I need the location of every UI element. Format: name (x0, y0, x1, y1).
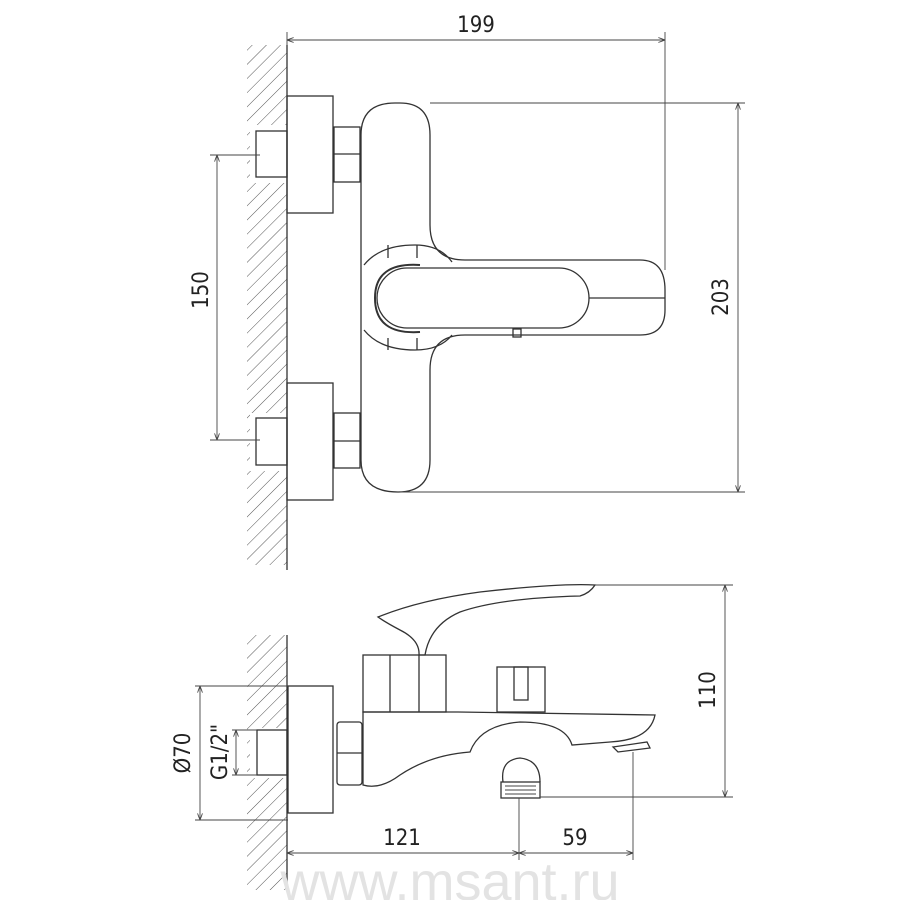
escutcheon (287, 685, 334, 814)
handle (376, 267, 590, 329)
wall-hatch (247, 45, 287, 565)
dim-height-label: 203 (709, 278, 734, 316)
dim-escutcheon-label: Ø70 (171, 733, 196, 774)
pipe-top (255, 130, 288, 178)
watermark: www.msant.ru (279, 852, 619, 900)
dim-width-label: 199 (457, 13, 495, 38)
side-view: 110 Ø70 G1/2" 121 59 (171, 583, 733, 890)
diverter (496, 666, 546, 713)
dim-centers-label: 150 (189, 271, 214, 309)
handle-ring (373, 263, 421, 334)
lever-handle (376, 583, 597, 656)
escutcheon-top (286, 95, 334, 214)
spout-body (362, 711, 656, 787)
pipe (256, 729, 288, 776)
dim-outlet-to-spout-label: 59 (562, 826, 587, 851)
mixer-body (360, 102, 666, 493)
cartridge (362, 654, 447, 713)
dim-thread-label: G1/2" (208, 724, 233, 780)
escutcheon-bottom (286, 382, 334, 501)
indicator (512, 328, 522, 338)
dim-height-label: 110 (696, 671, 721, 709)
dim-wall-to-outlet-label: 121 (383, 826, 421, 851)
top-view: 199 203 150 (189, 13, 745, 570)
spout-aerator (611, 741, 651, 753)
outlet-thread (500, 781, 541, 799)
pipe-bottom (255, 417, 288, 466)
collar (363, 244, 453, 351)
